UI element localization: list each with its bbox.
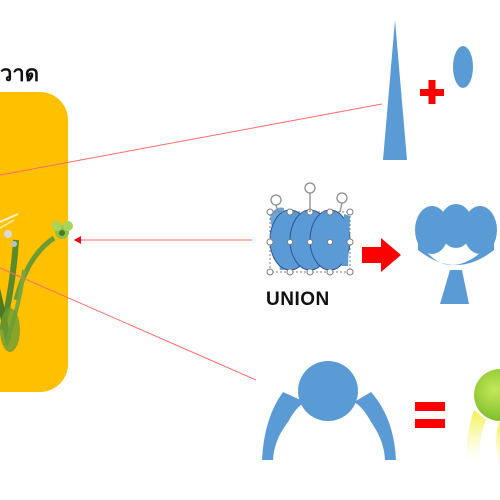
rotation-handles[interactable]	[270, 182, 348, 213]
connector-line-top	[0, 103, 383, 176]
figure-result-shape[interactable]	[466, 369, 500, 470]
figure-source-shapes[interactable]	[262, 361, 396, 460]
plus-icon	[420, 80, 444, 104]
connector-line-bottom	[0, 267, 257, 381]
slide-title: วาด	[0, 62, 39, 87]
connector-arrowhead	[74, 236, 81, 244]
flower-illustration[interactable]	[0, 213, 73, 352]
union-label: UNION	[266, 289, 330, 310]
arrow-right-icon	[362, 238, 401, 272]
equals-icon	[415, 402, 445, 428]
triangle-shape[interactable]	[383, 20, 407, 160]
union-result-shape[interactable]	[415, 204, 497, 304]
ellipse-shape[interactable]	[453, 46, 473, 88]
